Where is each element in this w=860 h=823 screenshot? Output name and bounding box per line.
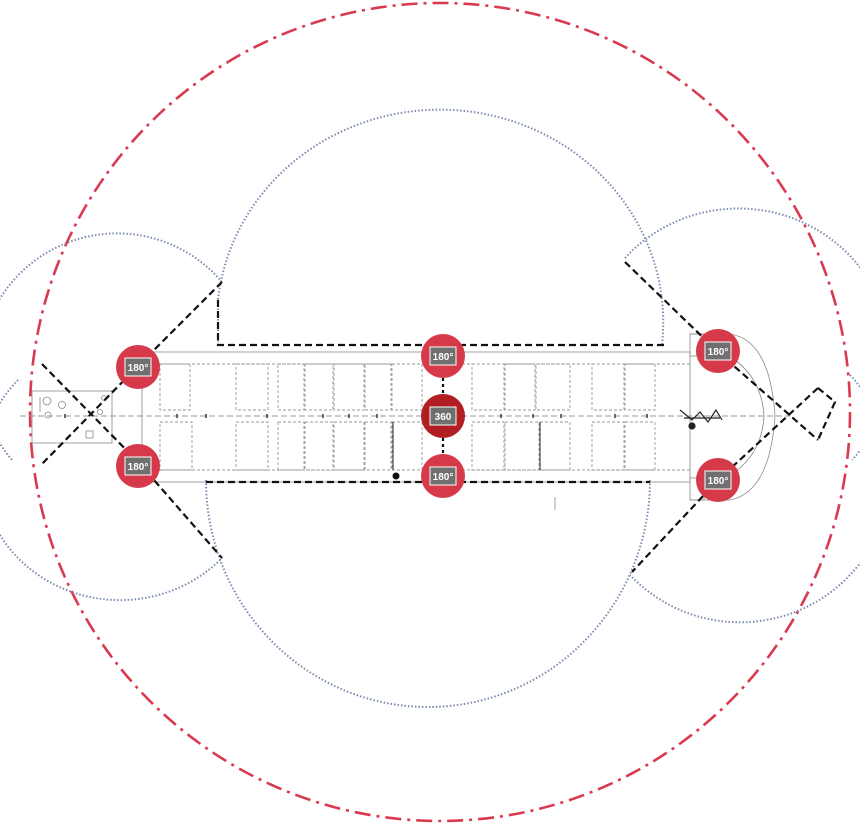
coverage-top-center [217,108,665,346]
coverage-left-bottom [0,379,223,602]
right-cab [690,333,776,501]
camera-icon [124,357,152,377]
coverage-left-top [0,232,223,461]
camera-180-center-top[interactable]: 180° [421,334,465,378]
car-body [141,351,691,483]
camera-180-left-top[interactable]: 180° [116,345,160,389]
marker-dot [392,472,400,480]
camera-label: 180° [433,472,454,483]
camera-icon [704,470,732,490]
camera-label: 180° [128,363,149,374]
coverage-180-outlines [0,108,860,708]
camera-icon [429,406,457,426]
driver-controls [679,408,723,430]
camera-180-right-top[interactable]: 180° [696,329,740,373]
camera-icon [429,346,457,366]
camera-label: 180° [128,462,149,473]
camera-label: 180° [708,347,729,358]
camera-180-center-bottom[interactable]: 180° [421,454,465,498]
camera-label: 180° [433,352,454,363]
coverage-right-bottom [629,374,860,624]
camera-label: 180° [708,476,729,487]
camera-label: 360 [435,412,452,423]
camera-180-right-bottom[interactable]: 180° [696,458,740,502]
camera-icon [124,456,152,476]
coverage-bottom-center [205,479,651,708]
camera-icon [429,466,457,486]
left-cab [31,390,113,444]
coverage-360-outline [28,1,852,823]
camera-180-left-bottom[interactable]: 180° [116,444,160,488]
camera-360-center[interactable]: 360 [421,394,465,438]
camera-markers: 180° 180° 180° 360 180° 180° [116,329,740,502]
camera-icon [704,341,732,361]
